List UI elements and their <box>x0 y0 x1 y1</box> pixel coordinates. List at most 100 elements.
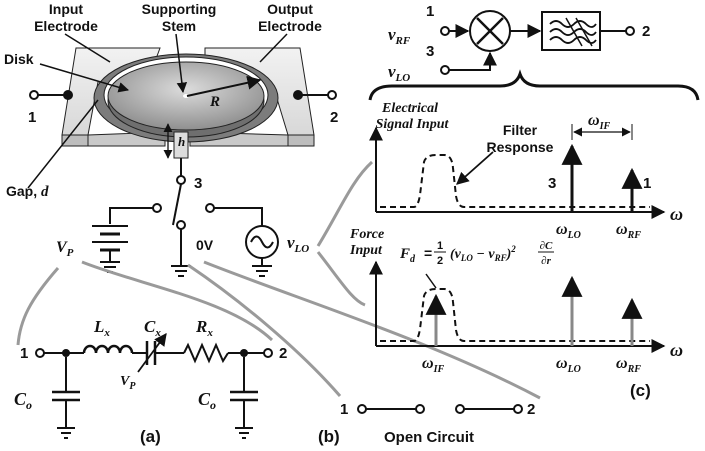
mixer-vlo-label: vLO <box>388 62 410 84</box>
filter-response-label-line1: Filter <box>503 122 538 138</box>
spectrum-force-input: ω Force Input Fd = 1 2 (vLO − vRF)2 ∂C ∂… <box>349 227 683 400</box>
output-electrode-label-line2: Electrode <box>258 18 322 34</box>
vlo-mixer-wire <box>449 51 497 71</box>
marker-3-label: 3 <box>548 175 556 192</box>
force-input-title-line2: Input <box>349 243 383 258</box>
circuit-b-port1-terminal[interactable] <box>357 404 367 414</box>
switch-port3-label: 3 <box>194 175 202 192</box>
port2-label: 2 <box>330 109 338 126</box>
filter-slash-2 <box>575 17 593 47</box>
callout-c-bottom <box>316 251 366 307</box>
caption-b: (b) <box>318 427 340 446</box>
wif-top-label: ωIF <box>588 112 610 132</box>
caption-a: (a) <box>140 427 161 446</box>
formula-lhs: Fd <box>399 246 416 265</box>
spectrum-electrical-input: ω Electrical Signal Input Filter Respons… <box>369 101 683 241</box>
filter-response-label-line2: Response <box>487 139 554 155</box>
output-electrode-label-line1: Output <box>267 1 313 17</box>
vp-label: VP <box>56 239 74 259</box>
mixer-filter-block: vRF 1 vLO 3 2 <box>368 3 700 101</box>
gap-label: Gap, d <box>6 183 49 200</box>
mixer-port2-terminal[interactable] <box>625 26 635 36</box>
electrical-signal-title-line2: Signal Input <box>376 117 450 132</box>
callout-b-left <box>187 263 342 397</box>
radius-arrow <box>186 75 262 97</box>
filter-response-arrow <box>456 151 494 185</box>
height-label: h <box>178 134 185 149</box>
disk-leader <box>39 63 130 93</box>
circuit-a-port1-terminal[interactable] <box>35 348 45 358</box>
gap-leader <box>27 99 99 189</box>
wrf-top-label: ωRF <box>616 221 641 241</box>
input-electrode-leader <box>64 33 111 63</box>
formula-dr: ∂r <box>541 255 551 267</box>
vp-wire <box>109 207 153 224</box>
output-electrode-leader <box>259 33 288 63</box>
cx-label: Cx <box>144 317 161 339</box>
spectrum-bottom-axis-label: ω <box>670 340 683 360</box>
formula-half-den: 2 <box>437 255 443 267</box>
wrf-bottom-label: ωRF <box>616 355 641 375</box>
mixer-cross-2 <box>476 17 504 45</box>
wif-bottom-label: ωIF <box>422 355 444 375</box>
bias-network: 3 VP 0V vLO <box>56 158 309 277</box>
force-input-title-line1: Force <box>349 227 384 242</box>
wlo-top-label: ωLO <box>556 221 581 241</box>
output-electrode-front <box>287 134 315 147</box>
co-left-label: Co <box>14 389 32 412</box>
resistor-rx <box>183 342 229 364</box>
inductor-lx <box>82 344 134 354</box>
filter-response-curve-force <box>380 288 650 342</box>
formula-pointer <box>425 273 437 289</box>
stem-leader <box>175 33 188 94</box>
disk-label: Disk <box>4 51 34 67</box>
supporting-stem-label-line2: Stem <box>162 18 196 34</box>
resonator-device: Input Electrode Supporting Stem Output E… <box>4 1 338 200</box>
caption-c: (c) <box>630 381 651 400</box>
zero-volt-label: 0V <box>196 237 214 253</box>
switch-contact-vp[interactable] <box>152 203 162 213</box>
formula-dc: ∂C <box>540 240 553 252</box>
switch-contact-0v[interactable] <box>176 220 186 230</box>
open-circuit-label: Open Circuit <box>384 429 474 446</box>
equivalent-circuit-a: 1 Lx Cx VP Rx 2 Co Co ( <box>14 317 287 446</box>
mixer-port3-terminal[interactable] <box>440 65 450 75</box>
formula-equals: = <box>424 245 432 261</box>
circuit-a-port2-label: 2 <box>279 345 287 362</box>
circuit-b-port2-label: 2 <box>527 401 535 418</box>
port2-node <box>293 90 303 100</box>
supporting-stem-label-line1: Supporting <box>142 1 217 17</box>
switch-common-terminal[interactable] <box>176 175 186 185</box>
circuit-a-port2-terminal[interactable] <box>263 348 273 358</box>
wlo-bottom-label: ωLO <box>556 355 581 375</box>
circuit-a-node-right <box>240 349 248 357</box>
switch-blade <box>172 183 182 226</box>
grouping-brace <box>368 69 700 101</box>
callout-a-right <box>81 260 274 342</box>
mixer-port1-label: 1 <box>426 3 434 20</box>
vrf-label: vRF <box>388 25 411 47</box>
port1-node <box>63 90 73 100</box>
mixer-port3-label: 3 <box>426 43 434 60</box>
filter-slash-1 <box>565 17 583 47</box>
vlo-wire <box>214 207 263 226</box>
callout-curves <box>16 160 541 400</box>
mixer-port2-label: 2 <box>642 23 650 40</box>
cx-variable-arrow <box>137 332 167 373</box>
electrical-signal-title-line1: Electrical <box>381 101 438 116</box>
port2-terminal[interactable] <box>327 90 337 100</box>
open-circuit-b: 1 2 Open Circuit (b) <box>318 401 535 446</box>
input-electrode-label-line2: Electrode <box>34 18 98 34</box>
lx-label: Lx <box>93 317 110 339</box>
port1-terminal[interactable] <box>29 90 39 100</box>
force-formula: Fd = 1 2 (vLO − vRF)2 ∂C ∂r <box>399 240 554 267</box>
switch-contact-vlo[interactable] <box>205 203 215 213</box>
circuit-b-open-left <box>415 404 425 414</box>
input-electrode-label-line1: Input <box>49 1 84 17</box>
mixer-port1-terminal[interactable] <box>440 26 450 36</box>
co-right-label: Co <box>198 389 216 412</box>
filter-wave-1-icon <box>549 20 597 28</box>
circuit-b-port2-terminal[interactable] <box>513 404 523 414</box>
circuit-a-vp-label: VP <box>120 374 136 392</box>
